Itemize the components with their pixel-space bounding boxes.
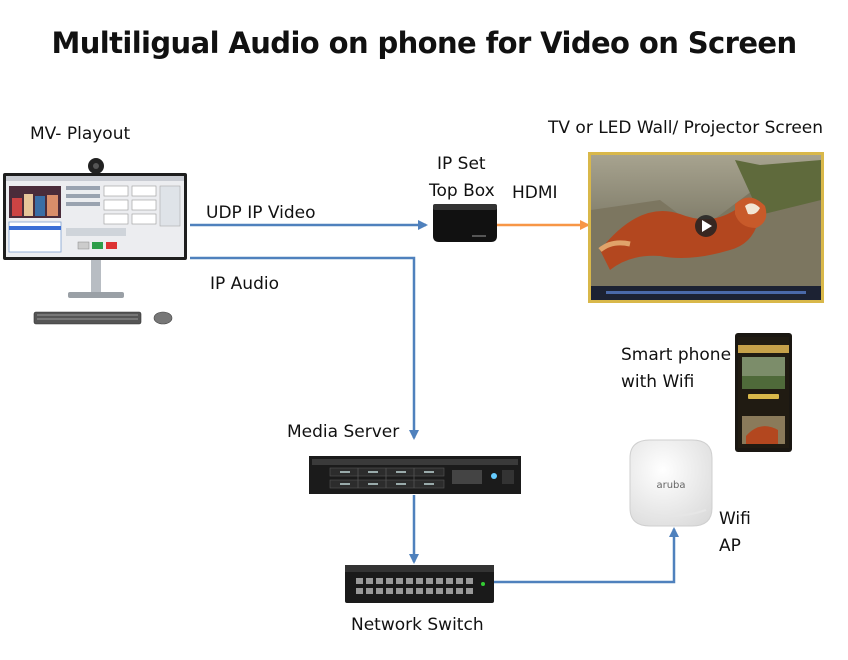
wifi-ap-brand: aruba: [656, 480, 685, 491]
label-smart-phone-line1: Smart phone: [621, 345, 732, 365]
label-media-server: Media Server: [287, 422, 400, 442]
smart-phone-icon: [735, 333, 792, 452]
label-wifi-ap-line1: Wifi: [719, 509, 751, 529]
label-set-top-box-line1: IP Set: [437, 154, 486, 174]
label-wifi-ap-line2: AP: [719, 536, 741, 556]
label-hdmi: HDMI: [512, 183, 558, 203]
label-ip-audio: IP Audio: [210, 274, 279, 294]
edge-switch-ap: [494, 527, 679, 584]
label-network-switch: Network Switch: [351, 615, 484, 635]
label-screen: TV or LED Wall/ Projector Screen: [548, 118, 824, 138]
edge-ip-audio: [190, 256, 419, 440]
wifi-access-point-icon: [629, 439, 713, 527]
label-udp-video: UDP IP Video: [206, 203, 316, 223]
projector-screen-icon: [588, 152, 824, 303]
set-top-box-icon: [433, 204, 497, 242]
label-mv-playout: MV- Playout: [30, 124, 131, 144]
playout-computer-icon: [3, 158, 187, 325]
media-server-icon: [309, 456, 521, 494]
page-title: Multiligual Audio on phone for Video on …: [51, 26, 797, 60]
label-set-top-box-line2: Top Box: [429, 181, 495, 201]
network-switch-icon: [345, 565, 494, 603]
label-smart-phone-line2: with Wifi: [621, 372, 695, 392]
